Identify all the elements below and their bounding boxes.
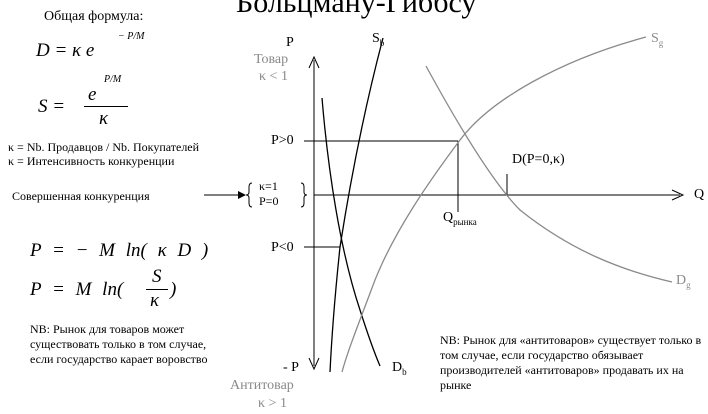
price-axis-label: P [286,35,294,50]
d-zero-label: D(P=0,κ) [512,152,565,167]
antigoods-kappa-label: κ > 1 [258,396,287,411]
kappa-one-label: κ=1 [259,179,278,193]
p-positive-label: P>0 [271,133,294,148]
formula-price-supply-right: ) [170,279,177,300]
formula-demand-body: D = κ e [36,40,95,61]
goods-kappa-label: κ < 1 [259,69,288,84]
formula-supply-numerator: e [88,84,97,105]
goods-label: Товар [254,52,289,67]
p-negative-label: P<0 [271,240,294,255]
formula-price-demand: P = − M ln( κ D ) [30,240,209,261]
formula-price-supply-denominator: κ [150,290,160,311]
supply-b-label-sub: b [379,37,385,48]
negative-price-label: - P [283,360,299,375]
formula-supply-left: S = [38,96,66,117]
price-axis-arrow-down [308,357,320,371]
perfect-competition-label: Совершенная конкуренция [12,189,150,203]
formula-price-supply-fraction-bar [146,289,168,290]
formula-price-supply-left: P = M ln( [30,279,124,300]
supply-g-label-sub: g [658,37,664,48]
general-formula-label: Общая формула: [44,9,144,24]
q-market-label-main: Q [443,210,454,225]
formula-demand-exponent: − P/M [118,31,145,42]
kappa-intensity-definition: κ = Интенсивность конкуренции [8,154,175,168]
demand-g-label-sub: g [686,279,691,290]
p-zero-label: P=0 [259,194,279,208]
supply-b-label-main: S [372,31,380,46]
supply-b-label: Sb [372,31,384,48]
kappa-brace-right [300,182,308,208]
demand-curve-b [321,97,381,367]
supply-g-label-main: S [651,31,659,46]
supply-g-label: Sg [651,31,663,48]
demand-b-label: Db [392,360,407,377]
note-antigoods: NB: Рынок для «антитоваров» существует т… [440,333,702,392]
note-goods: NB: Рынок для товаров может существовать… [30,322,208,366]
demand-b-label-sub: b [402,366,407,377]
kappa-brace [245,182,253,208]
page-title: Больцману-Гиббсу [236,0,477,19]
demand-g-label-main: D [676,273,687,288]
quantity-axis-arrow [671,189,685,201]
formula-price-supply-numerator: S [152,266,162,287]
price-axis-arrow-up [308,55,320,69]
supply-curve-b [329,37,384,373]
supply-curve-g [341,36,647,373]
q-market-label: Qрынка [443,210,477,227]
formula-supply-fraction-bar [84,106,128,107]
formula-supply-denominator: κ [99,108,109,129]
q-market-label-sub: рынка [453,216,477,227]
demand-b-label-main: D [392,360,403,375]
formula-demand: D = κ e [36,40,94,62]
demand-g-label: Dg [676,273,691,290]
quantity-axis-label: Q [694,187,705,202]
kappa-ratio-definition: κ = Nb. Продавцов / Nb. Покупателей [8,140,200,154]
antigoods-label: Антитовар [230,378,294,393]
formula-supply-exponent: P/M [104,74,122,85]
demand-curve-g [425,65,673,283]
perfect-competition-arrowhead [238,191,246,199]
